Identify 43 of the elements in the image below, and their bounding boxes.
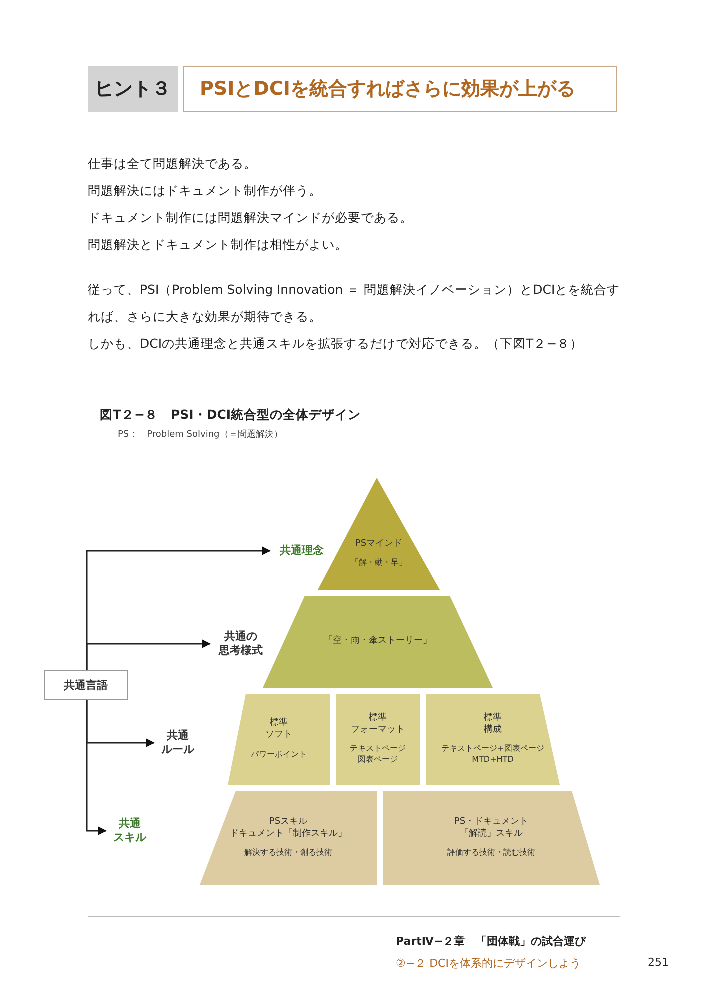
tier-heading: PSマインド (355, 538, 403, 550)
tier-heading: 標準 (270, 718, 288, 730)
side-label: 思考様式 (219, 644, 263, 658)
section-title: ②−２ DCIを体系的にデザインしよう (396, 956, 581, 971)
tier-heading: ドキュメント「制作スキル」 (230, 828, 347, 840)
tier-heading: フォーマット (351, 724, 405, 736)
figure-title: 図T２−８ PSI・DCI統合型の全体デザイン (100, 407, 362, 424)
figure-note: PS： Problem Solving（＝問題解決） (118, 428, 283, 441)
side-label: 共通 (119, 816, 141, 831)
tier-text: 図表ページ (358, 755, 398, 766)
side-label: 共通理念 (280, 544, 324, 558)
chapter-title: PartⅣ−２章 「団体戦」の試合運び (396, 934, 586, 949)
side-label: 共通 (167, 728, 189, 743)
side-label: スキル (114, 831, 146, 846)
tier-heading: 「解読」スキル (460, 828, 523, 840)
body-text: 問題解決にはドキュメント制作が伴う。 (88, 182, 323, 200)
body-text: 従って、PSI（Problem Solving Innovation ＝ 問題解決イノベーション）とDCIとを統合すれば、さらに大きな効果が期待できる。 (88, 281, 622, 326)
tier-text: 「解・動・早」 (351, 558, 407, 570)
heading-box: PSIとDCIを統合すればさらに効果が上がる (183, 66, 617, 112)
tier-text: テキストページ (350, 744, 406, 756)
body-text: 仕事は全て問題解決である。 (88, 155, 258, 173)
side-label: ルール (162, 743, 194, 758)
tier-text: 解決する技術・創る技術 (244, 848, 332, 860)
common-language-box: 共通言語 (44, 670, 128, 700)
tier-heading: 構成 (484, 724, 502, 736)
body-text: しかも、DCIの共通理念と共通スキルを拡張するだけで対応できる。（下図T２−８） (88, 335, 584, 353)
tier-heading: ソフト (266, 730, 292, 742)
tier-heading: PS・ドキュメント (454, 816, 529, 828)
tier-text: テキストページ+図表ページ (442, 744, 544, 756)
body-text: ドキュメント制作には問題解決マインドが必要である。 (88, 209, 414, 227)
tier-text: パワーポイント (251, 750, 307, 761)
tier-heading: PSスキル (269, 816, 308, 828)
page-number: 251 (648, 956, 669, 969)
tier-text: 評価する技術・読む技術 (448, 848, 536, 860)
arrow (86, 640, 211, 670)
tier-heading: 標準 (369, 713, 387, 725)
hint-tag: ヒント３ (88, 66, 178, 112)
arrow (86, 700, 107, 836)
tier-heading: 標準 (484, 713, 502, 724)
tier-heading: 「空・雨・傘ストーリー」 (324, 636, 432, 648)
body-text: 問題解決とドキュメント制作は相性がよい。 (88, 236, 349, 254)
side-label: 共通の (224, 630, 258, 644)
tier-text: MTD+HTD (472, 755, 514, 766)
